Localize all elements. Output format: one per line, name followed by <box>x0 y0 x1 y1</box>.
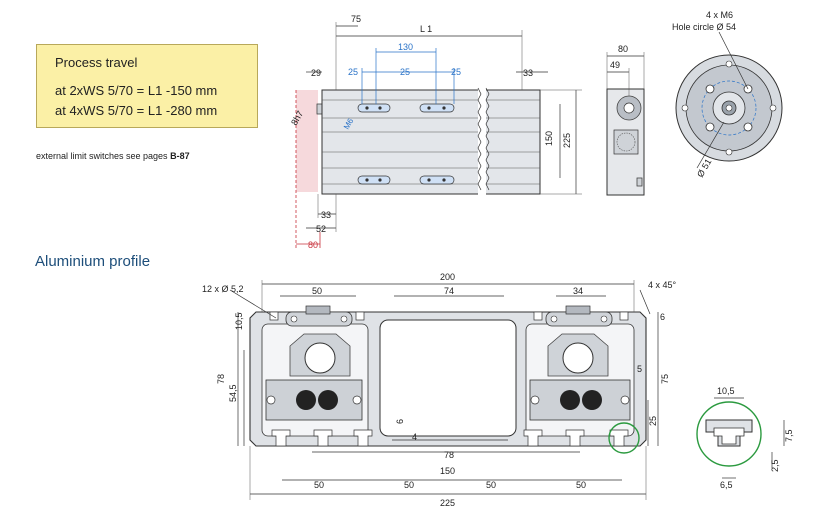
dim-52: 52 <box>316 224 326 234</box>
profile-dim-54-5: 54,5 <box>228 384 238 402</box>
profile-dim-6-inner: 6 <box>395 419 405 424</box>
profile-dim-78: 78 <box>216 374 226 384</box>
profile-dim-225: 225 <box>440 498 455 508</box>
note-page-ref: B-87 <box>170 151 190 161</box>
flange-m6-label: 4 x M6 <box>706 10 733 20</box>
profile-dim-50-4: 50 <box>576 480 586 490</box>
process-travel-title: Process travel <box>55 55 138 70</box>
note-text: external limit switches see pages <box>36 151 168 161</box>
process-travel-box: Process travel at 2xWS 5/70 = L1 -150 mm… <box>36 44 258 128</box>
profile-dim-75: 75 <box>660 374 670 384</box>
profile-dim-150: 150 <box>440 466 455 476</box>
profile-dim-74: 74 <box>444 286 454 296</box>
profile-dim-78-inner: 78 <box>444 450 454 460</box>
profile-dim-6-right: 6 <box>660 312 665 322</box>
profile-holes-label: 12 x Ø 5,2 <box>202 284 244 294</box>
slot-dim-10-5: 10,5 <box>717 386 735 396</box>
profile-dim-10-5: 10,5 <box>234 312 244 330</box>
dim-75: 75 <box>351 14 361 24</box>
dim-80-red: 80 <box>308 240 318 250</box>
end-view: 80 49 <box>606 44 645 196</box>
dim-225: 225 <box>562 133 572 148</box>
slot-dim-6-5: 6,5 <box>720 480 733 490</box>
slot-dim-2-5: 2,5 <box>770 459 780 472</box>
limit-switch-note: external limit switches see pages B-87 <box>36 151 190 161</box>
dim-29: 29 <box>311 68 321 78</box>
profile-dim-50-1: 50 <box>314 480 324 490</box>
flange-d51-label: Ø 51 <box>695 157 713 179</box>
profile-dim-4: 4 <box>412 432 417 442</box>
profile-dim-50-3: 50 <box>486 480 496 490</box>
profile-dim-34: 34 <box>573 286 583 296</box>
dim-25a: 25 <box>348 67 358 77</box>
dim-130: 130 <box>398 42 413 52</box>
slot-dim-7-5: 7,5 <box>784 429 794 442</box>
profile-dim-200: 200 <box>440 272 455 282</box>
process-travel-line-2ws: at 2xWS 5/70 = L1 -150 mm <box>55 83 218 98</box>
dim-end-49: 49 <box>610 60 620 70</box>
process-travel-line-4ws: at 4xWS 5/70 = L1 -280 mm <box>55 103 218 118</box>
profile-section: 10,5 7,5 2,5 6,5 12 x Ø 5,2 200 4 x 45° … <box>202 272 794 508</box>
dim-150: 150 <box>544 131 554 146</box>
profile-dim-5: 5 <box>637 364 642 374</box>
profile-dim-50-2: 50 <box>404 480 414 490</box>
dim-33-right: 33 <box>523 68 533 78</box>
dim-33-bottom: 33 <box>321 210 331 220</box>
profile-dim-25: 25 <box>648 416 658 426</box>
dim-l1: L 1 <box>420 24 432 34</box>
profile-dim-50-top: 50 <box>312 286 322 296</box>
aluminium-profile-title: Aluminium profile <box>35 253 151 270</box>
flange-view: 4 x M6 Hole circle Ø 54 Ø 51 <box>672 10 783 179</box>
dim-25c: 25 <box>451 67 461 77</box>
dim-end-80: 80 <box>618 44 628 54</box>
flange-hole-circle-label: Hole circle Ø 54 <box>672 22 736 32</box>
top-view: 75 L 1 130 25 25 25 29 33 8h7 M6 150 225… <box>289 14 582 250</box>
dim-25b: 25 <box>400 67 410 77</box>
profile-chamfer-label: 4 x 45° <box>648 280 677 290</box>
